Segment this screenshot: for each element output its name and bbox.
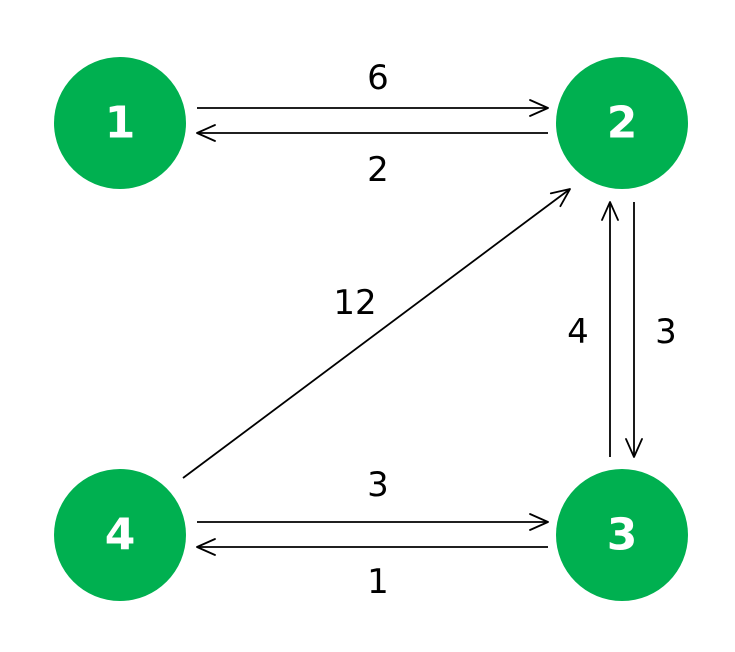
node-label-2: 2: [607, 98, 638, 149]
node-label-3: 3: [607, 510, 638, 561]
node-3: 3: [556, 469, 688, 601]
node-circle-2: [556, 57, 688, 189]
edge-weight-2-to-1: 2: [367, 150, 389, 190]
edge-weight-1-to-2: 6: [367, 58, 389, 98]
node-circle-3: [556, 469, 688, 601]
edge-weight-3-to-4: 1: [367, 562, 389, 602]
edge-weight-4-to-2: 12: [333, 283, 376, 323]
edge-weight-4-to-3: 3: [367, 465, 389, 505]
edge-arrow-4-to-2: [182, 188, 571, 479]
edge-weight-2-to-3: 3: [655, 312, 677, 352]
edge-weight-3-to-2: 4: [567, 312, 589, 352]
node-1: 1: [54, 57, 186, 189]
node-circle-1: [54, 57, 186, 189]
node-4: 4: [54, 469, 186, 601]
edges-layer: 6 2 3 4 3 1 12: [182, 58, 677, 602]
node-circle-4: [54, 469, 186, 601]
node-label-1: 1: [105, 98, 136, 149]
node-2: 2: [556, 57, 688, 189]
node-label-4: 4: [105, 510, 136, 561]
